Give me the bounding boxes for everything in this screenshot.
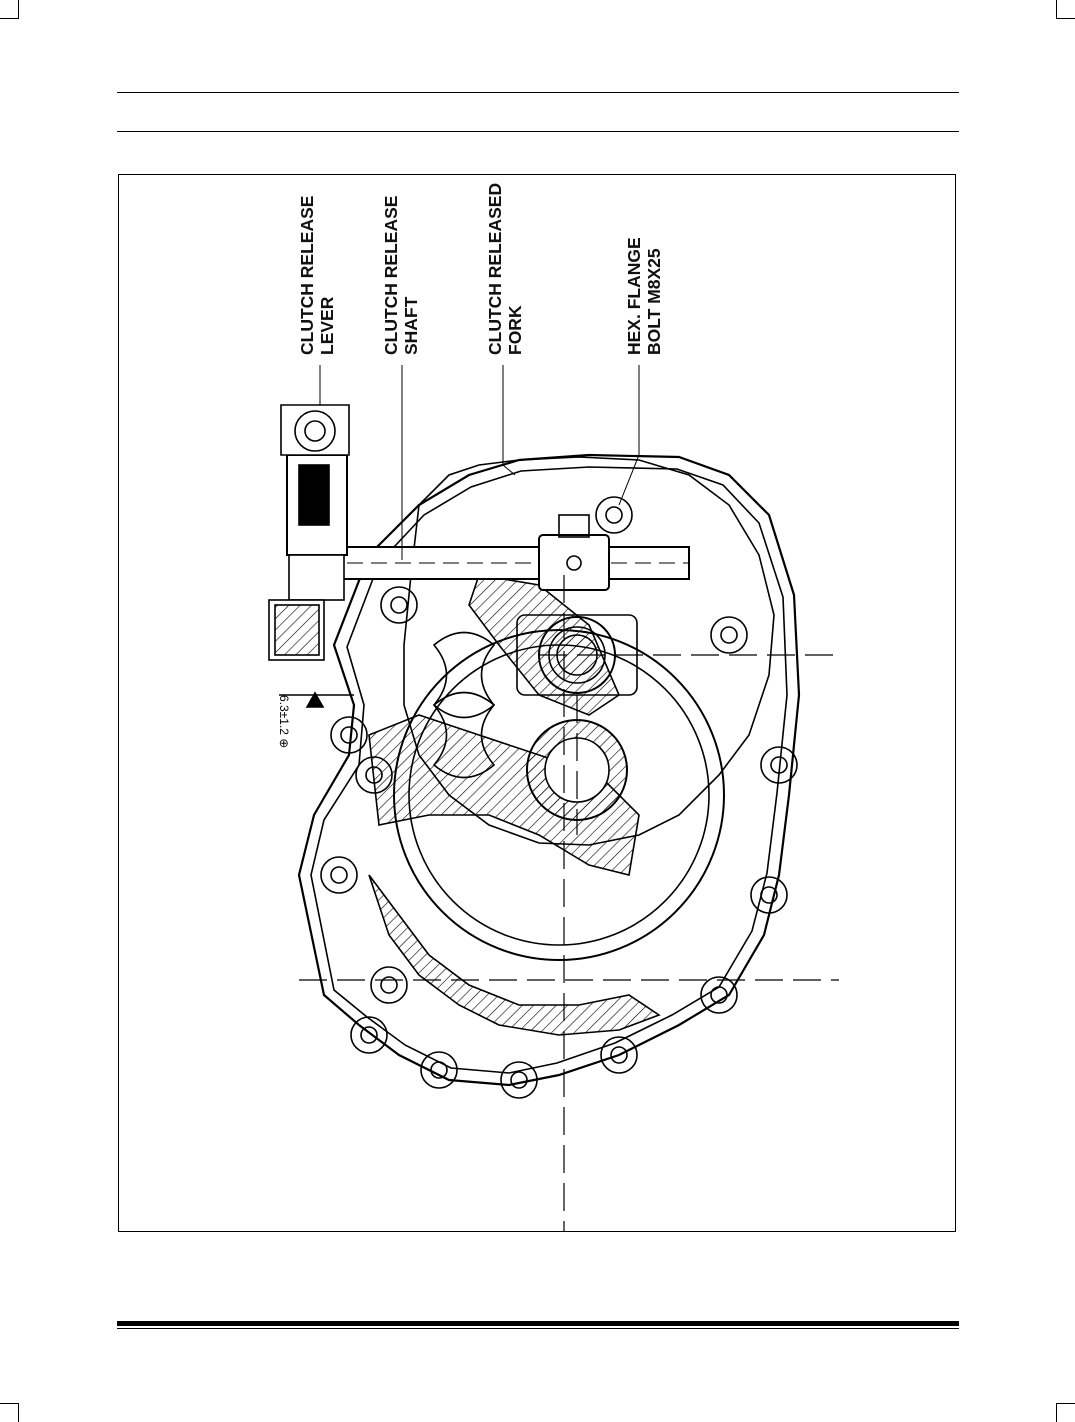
footer-rule-thin — [117, 1328, 959, 1329]
bolt-bosses — [320, 496, 798, 1099]
callout-clutch-release-lever: CLUTCH RELEASE LEVER — [297, 195, 337, 355]
header-rule-top — [117, 92, 959, 93]
leader-release-fork — [502, 365, 516, 476]
dimension-value: 6.3±1.2 — [277, 695, 291, 735]
footer-rule-thick — [117, 1321, 959, 1326]
housing-outline — [297, 453, 801, 1087]
dimension-label: 6.3±1.2 ⊕ — [277, 695, 291, 748]
crop-mark-bottom-right — [1056, 1403, 1075, 1422]
callout-hex-flange-bolt: HEX. FLANGE BOLT M8X25 — [624, 237, 664, 355]
callout-clutch-release-shaft: CLUTCH RELEASE SHAFT — [381, 195, 421, 355]
header-rule-bottom — [117, 131, 959, 132]
dimension-marker — [279, 691, 354, 708]
release-lever — [268, 404, 350, 661]
crop-mark-bottom-left — [0, 1403, 19, 1422]
callout-clutch-released-fork: CLUTCH RELEASED FORK — [485, 182, 525, 355]
leader-flange-bolt — [618, 365, 640, 506]
crop-mark-top-right — [1056, 0, 1075, 19]
release-fork — [538, 534, 610, 591]
dimension-symbol: ⊕ — [277, 738, 291, 749]
crop-mark-top-left — [0, 0, 19, 19]
gearbox-housing-drawing — [268, 365, 839, 1231]
figure-frame: CLUTCH RELEASE LEVER CLUTCH RELEASE SHAF… — [118, 174, 956, 1232]
main-bore — [393, 629, 725, 961]
